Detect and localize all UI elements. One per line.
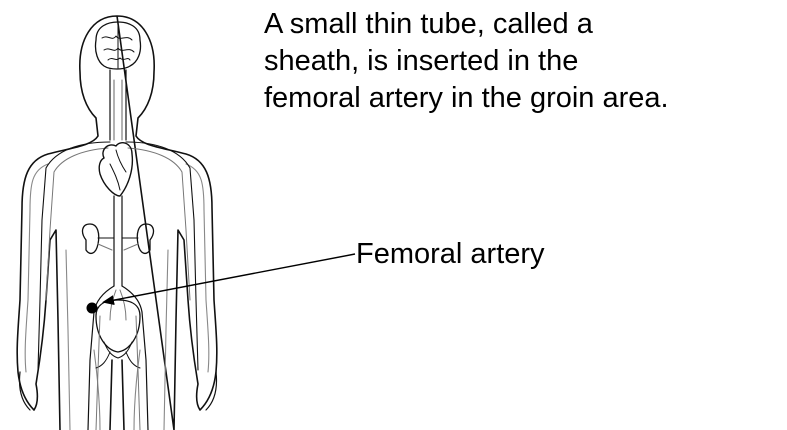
body-outline (17, 16, 217, 430)
body-illustration (0, 0, 260, 430)
caption-text: A small thin tube, called a sheath, is i… (264, 6, 784, 117)
left-kidney (83, 224, 99, 253)
caption-line-3: femoral artery in the groin area. (264, 80, 784, 117)
femoral-artery-label: Femoral artery (356, 236, 545, 273)
caption-line-1: A small thin tube, called a (264, 6, 784, 43)
caption-line-2: sheath, is inserted in the (264, 43, 784, 80)
right-kidney (137, 224, 153, 253)
bladder (96, 300, 140, 352)
